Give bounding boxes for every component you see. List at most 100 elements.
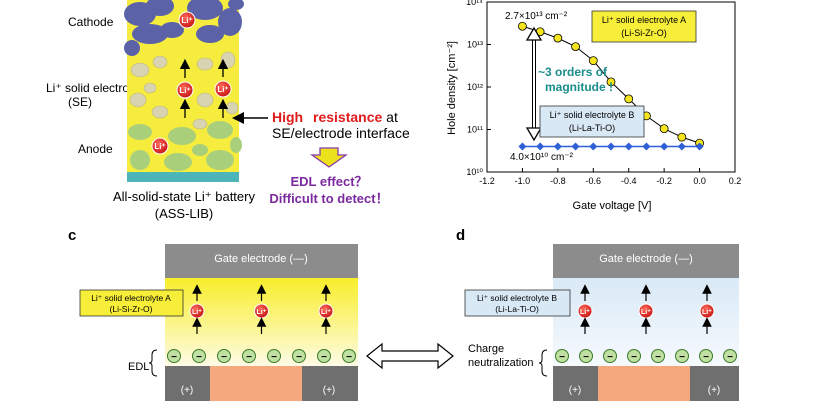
- cathode-particle: [196, 25, 224, 43]
- legend-b-line2: (Li-La-Ti-O): [569, 123, 615, 133]
- edl-label: EDL: [128, 361, 149, 373]
- battery-ion-4: Li⁺: [151, 137, 169, 155]
- minus-sign: −: [655, 352, 661, 363]
- minus-sign: −: [631, 352, 637, 363]
- panel-c: Gate electrode (—) Li⁺ solid electrolyte…: [79, 244, 358, 401]
- electron-charge: [317, 349, 331, 363]
- electrolyte-grain: [192, 118, 208, 130]
- series-a-point: [553, 33, 563, 43]
- battery-base: [127, 172, 239, 182]
- electrolyte-grain: [196, 57, 214, 71]
- series-b-point: [518, 142, 527, 151]
- x-tick-label: -0.6: [586, 176, 602, 186]
- li-ion-label: Li⁺: [179, 86, 190, 95]
- anode-particle: [192, 144, 208, 156]
- electron-charge: [627, 349, 641, 363]
- electron-charge: [342, 349, 356, 363]
- electron-charge: [603, 349, 617, 363]
- series-b-point: [624, 142, 633, 151]
- cathode-particle: [146, 0, 174, 16]
- series-b-point: [536, 142, 545, 151]
- electron-charge: [217, 349, 231, 363]
- plus-contact-c-left: (+): [181, 385, 194, 396]
- series-a-point: [588, 56, 598, 66]
- electrolyte-a-label-box: [79, 289, 184, 317]
- difficult-detect-text: Difficult to detect！: [269, 191, 388, 206]
- panel-c-ions: Li⁺Li⁺Li⁺: [189, 284, 334, 334]
- legend-b-line1: Li⁺ solid electrolyte B: [550, 110, 635, 120]
- minus-sign: −: [246, 352, 252, 363]
- callout-resistance: resistance: [313, 109, 382, 125]
- electron-charge: [699, 349, 713, 363]
- channel-d: [598, 366, 690, 401]
- minus-sign: −: [346, 352, 352, 363]
- electrolyte-grain: [225, 101, 239, 115]
- cathode-particle: [124, 40, 140, 56]
- electron-charge: [267, 349, 281, 363]
- li-ion-label: Li⁺: [702, 309, 712, 316]
- panel-d-ions: Li⁺Li⁺Li⁺: [577, 284, 715, 334]
- gate-electrode-d-label: Gate electrode (—): [599, 253, 693, 265]
- electrolyte-grain: [129, 92, 147, 108]
- electron-charge: [292, 349, 306, 363]
- battery-caption-line2: (ASS-LIB): [155, 206, 214, 221]
- minus-sign: −: [679, 352, 685, 363]
- electron-charge: [167, 349, 181, 363]
- plus-contact-c-right: (+): [323, 385, 336, 396]
- series-a-point: [518, 21, 527, 31]
- chart-annotation-bottom-value: 4.0×10¹⁰ cm⁻²: [510, 152, 574, 163]
- se-label-line2: (SE): [68, 95, 92, 109]
- panel-label-c: c: [68, 227, 76, 244]
- x-tick-label: -1.0: [515, 176, 531, 186]
- series-b-point: [660, 142, 669, 151]
- minus-sign: −: [196, 352, 202, 363]
- interface-callout: High resistance at SE/electrode interfac…: [232, 109, 410, 206]
- edl-effect-text: EDL effect？: [290, 174, 367, 189]
- series-b-point: [553, 142, 562, 151]
- battery-particles: [124, 0, 244, 171]
- y-tick-label: 10¹¹: [467, 125, 483, 135]
- callout-high: High: [272, 109, 303, 125]
- series-b-point: [642, 142, 651, 151]
- electrolyte-grain: [152, 55, 168, 69]
- series-b-point: [695, 142, 704, 151]
- li-ion-label: Li⁺: [181, 16, 192, 25]
- up-arrow-icon: [525, 26, 543, 41]
- y-tick-label: 10¹³: [467, 40, 483, 50]
- gate-electrode-c-label: Gate electrode (—): [214, 253, 308, 265]
- chart-x-axis-label: Gate voltage [V]: [573, 200, 652, 212]
- series-a-point: [677, 132, 687, 142]
- charge-label-line2: neutralization: [468, 357, 533, 369]
- chart-annotation-top-value: 2.7×10¹³ cm⁻²: [505, 11, 568, 22]
- minus-sign: −: [221, 352, 227, 363]
- callout-line2: SE/electrode interface: [272, 125, 410, 141]
- minus-sign: −: [171, 352, 177, 363]
- electron-charge: [723, 349, 737, 363]
- cathode-particle: [132, 24, 168, 44]
- li-ion-label: Li⁺: [257, 309, 267, 316]
- electron-charge: [675, 349, 689, 363]
- minus-sign: −: [559, 352, 565, 363]
- cathode-particle: [218, 8, 242, 36]
- li-ion: [214, 80, 232, 98]
- li-ion: [176, 81, 194, 99]
- double-arrow-icon: [366, 342, 454, 370]
- y-tick-label: 10¹²: [467, 82, 483, 92]
- battery-ion-3: Li⁺: [214, 80, 232, 98]
- legend-b-box: [539, 105, 645, 138]
- li-ion-label: Li⁺: [154, 142, 165, 151]
- se-label-line1: Li⁺ solid electrolyte: [46, 81, 148, 95]
- li-ion-label: Li⁺: [641, 309, 651, 316]
- edl-brace: [148, 349, 158, 377]
- plus-contact-d-right: (+): [708, 385, 721, 396]
- electron-charge: [192, 349, 206, 363]
- minus-sign: −: [703, 352, 709, 363]
- chart-series-points: [518, 21, 704, 151]
- electron-charge: [555, 349, 569, 363]
- minus-sign: −: [271, 352, 277, 363]
- panel-d: Gate electrode (—) Li⁺ solid electrolyte…: [464, 244, 739, 401]
- li-ion-label: Li⁺: [217, 85, 228, 94]
